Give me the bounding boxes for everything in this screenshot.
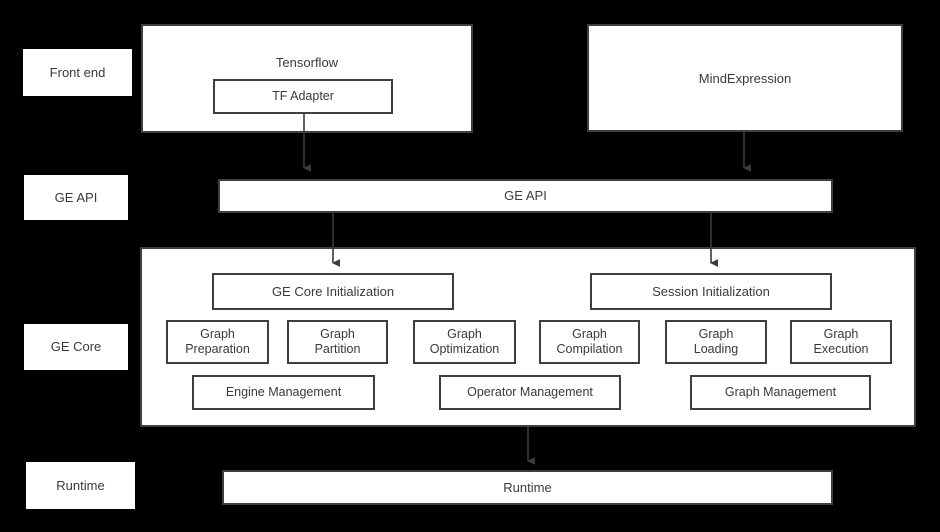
graph-loading-box[interactable]: Graph Loading: [665, 320, 767, 364]
graph-management-box[interactable]: Graph Management: [690, 375, 871, 410]
layer-label-ge-core: GE Core: [24, 324, 128, 370]
graph-compilation-box[interactable]: Graph Compilation: [539, 320, 640, 364]
tensorflow-container: [141, 24, 473, 133]
mindexpression-label: MindExpression: [698, 71, 792, 86]
graph-execution-box[interactable]: Graph Execution: [790, 320, 892, 364]
tensorflow-label: Tensorflow: [275, 55, 339, 70]
graph-optimization-box[interactable]: Graph Optimization: [413, 320, 516, 364]
tf-adapter-box[interactable]: TF Adapter: [213, 79, 393, 114]
layer-label-front-end: Front end: [23, 49, 132, 96]
engine-management-box[interactable]: Engine Management: [192, 375, 375, 410]
layer-label-ge-api: GE API: [24, 175, 128, 220]
graph-partition-box[interactable]: Graph Partition: [287, 320, 388, 364]
layer-label-runtime: Runtime: [26, 462, 135, 509]
operator-management-box[interactable]: Operator Management: [439, 375, 621, 410]
session-initialization-box[interactable]: Session Initialization: [590, 273, 832, 310]
graph-preparation-box[interactable]: Graph Preparation: [166, 320, 269, 364]
mindexpression-container: [587, 24, 903, 132]
runtime-bar[interactable]: Runtime: [222, 470, 833, 505]
ge-core-initialization-box[interactable]: GE Core Initialization: [212, 273, 454, 310]
ge-api-bar[interactable]: GE API: [218, 179, 833, 213]
